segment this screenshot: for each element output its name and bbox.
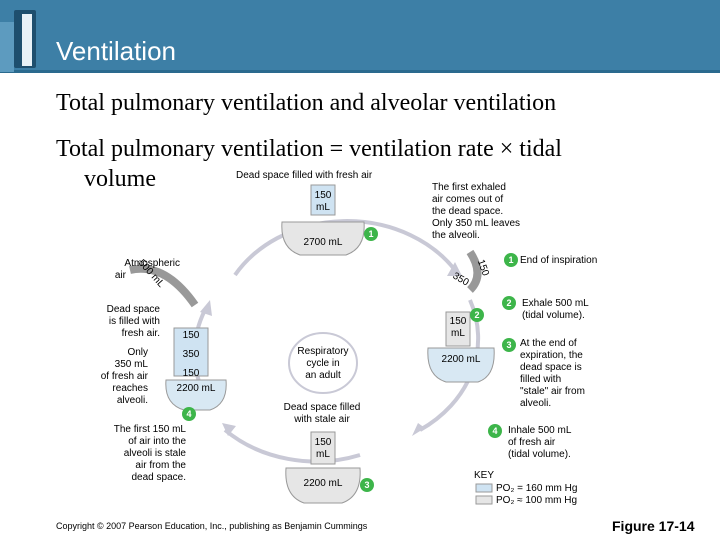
key-stale-label: PO₂ ≈ 100 mm Hg [496,495,578,506]
right-dead-space-unit: mL [451,328,465,339]
exhale-note: The first exhaled air comes out of the d… [432,182,521,241]
alveoli-right [427,347,495,383]
left-dead-space-volume: 150 [182,330,200,341]
key-swatch-fresh [475,483,493,493]
dead-space-note: Dead space is filled with fresh air. [106,304,160,339]
figure-number: Figure 17-14 [612,518,695,534]
alveoli-left [165,379,227,411]
dead-space-top [310,184,336,216]
air-label: air [114,270,126,281]
step-badge: 3 [360,478,374,492]
dead-space-left [173,327,209,377]
left-alveolar-volume: 2200 mL [176,383,216,394]
key-swatch-stale [475,495,493,505]
body-text-line: Total pulmonary ventilation = ventilatio… [56,136,562,162]
decorative-bar [0,22,14,72]
top-volume-unit: mL [316,202,330,213]
dead-space-bottom [310,431,336,465]
arrowhead [200,300,212,316]
atmospheric-label: Atmospheric [124,258,180,269]
step4-text: Inhale 500 mL of fresh air (tidal volume… [508,425,572,460]
top-alveolar-volume: 2700 mL [303,237,343,248]
arrowhead [412,423,425,436]
body-text-line: Total pulmonary ventilation and alveolar… [56,90,557,116]
key-title: KEY [474,470,495,481]
alveoli-top [281,221,365,256]
step3-text: At the end of expiration, the dead space… [520,338,585,409]
exhale-flow-arrow [466,249,482,293]
step2-text: Exhale 500 mL (tidal volume). [522,298,589,321]
arrowhead [447,262,462,276]
title-bar [0,0,720,72]
top-label: Dead space filled with fresh air [236,170,373,181]
cycle-center-label: Respiratory cycle in an adult [297,346,349,381]
copyright-text: Copyright © 2007 Pearson Education, Inc.… [56,521,368,531]
cycle-arc [233,219,457,277]
step-badge: 3 [502,338,516,352]
bottom-alveolar-volume: 2200 mL [303,478,343,489]
right-dead-space-volume: 150 [449,316,467,327]
key-fresh-label: PO₂ = 160 mm Hg [496,483,578,494]
step-badge: 2 [502,296,516,310]
bottom-label: Dead space filled with stale air [283,402,361,425]
right-alveolar-volume: 2200 mL [441,354,481,365]
decorative-bar [22,14,32,66]
top-volume: 150 [314,190,332,201]
alveoli-bottom [285,467,361,504]
step-badge: 2 [470,308,484,322]
left-fresh-volume: 350 [182,349,200,360]
bottom-volume: 150 [314,437,332,448]
page-title: Ventilation [56,36,176,66]
inhale-flow-arrow [129,264,199,308]
center-ellipse [288,332,358,394]
only-350-note: Only 350 mL of fresh air reaches alveoli… [100,347,148,406]
step-badge: 1 [364,227,378,241]
step1-text: End of inspiration [520,255,598,266]
bottom-volume-unit: mL [316,449,330,460]
step-badge: 4 [488,424,502,438]
step-badge: 4 [182,407,196,421]
step-badge: 1 [504,253,518,267]
left-stale-volume: 150 [182,368,200,379]
arrowhead [222,423,236,436]
body-text-line: volume [84,166,156,192]
title-divider [0,70,720,73]
cycle-arc [223,428,361,464]
dead-space-right [445,311,471,347]
first-150-note: The first 150 mL of air into the alveoli… [113,424,186,483]
